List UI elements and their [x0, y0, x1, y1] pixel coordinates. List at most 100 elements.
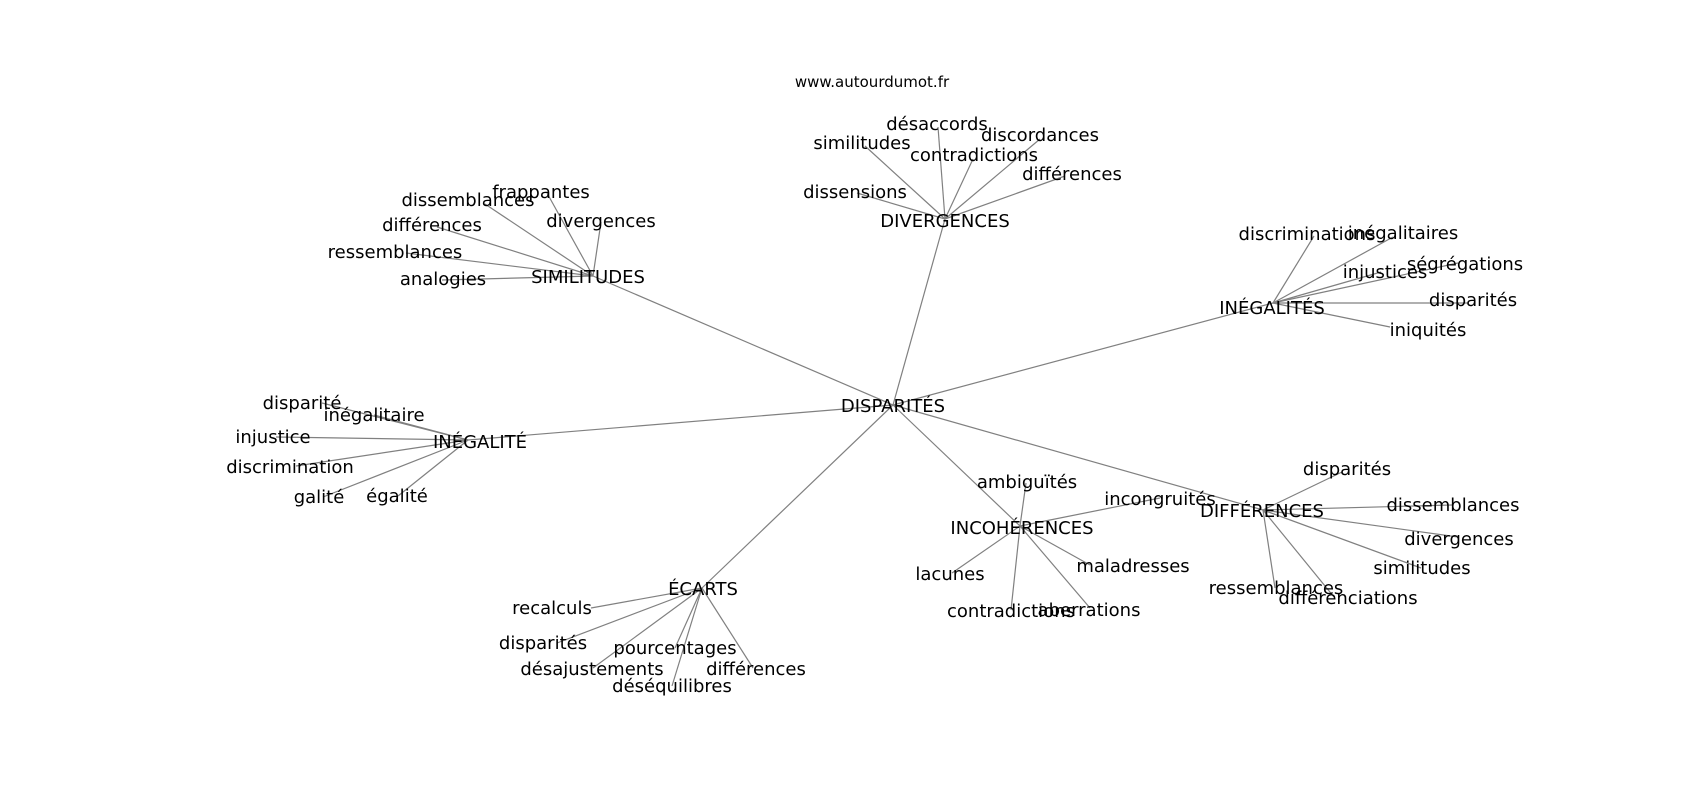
edge-inegalites-leaf-1: [1272, 236, 1394, 304]
edge-divergences-leaf-5: [856, 192, 946, 220]
leaf-label-similitudes-5: analogies: [400, 269, 486, 290]
leaf-label-inegalites-0: discriminations: [1239, 224, 1376, 245]
leaf-label-inegalite-5: égalité: [366, 486, 428, 507]
edge-similitudes-leaf-4: [405, 252, 594, 277]
leaf-label-similitudes-1: dissemblances: [401, 190, 534, 211]
leaf-label-similitudes-0: frappantes: [492, 182, 590, 203]
leaf-label-similitudes-3: différences: [382, 215, 482, 236]
edge-inegalite-leaf-3: [295, 439, 469, 467]
edge-differences-leaf-0: [1262, 471, 1343, 511]
edge-ecarts-leaf-3: [592, 587, 703, 669]
edge-ecarts-leaf-5: [671, 587, 703, 687]
edge-root-inegalite: [467, 404, 894, 441]
edge-differences-leaf-5: [1262, 509, 1335, 598]
leaf-label-inegalites-4: disparités: [1429, 290, 1517, 311]
edge-root-divergences: [892, 218, 946, 406]
edge-root-incoherences: [892, 404, 1021, 527]
edge-differences-leaf-4: [1262, 509, 1276, 589]
leaf-label-incoherences-4: contradictions: [947, 601, 1075, 622]
edge-incoherences-leaf-4: [1010, 525, 1021, 611]
leaf-label-differences-3: similitudes: [1373, 558, 1470, 579]
edge-ecarts-leaf-4: [701, 587, 754, 669]
leaf-label-inegalite-4: galité: [294, 487, 345, 508]
cluster-label-divergences: DIVERGENCES: [880, 211, 1010, 232]
leaf-label-incoherences-5: aberrations: [1038, 600, 1141, 621]
edges-layer: [275, 126, 1468, 687]
edge-divergences-leaf-3: [944, 158, 974, 220]
leaf-label-divergences-1: similitudes: [813, 133, 910, 154]
watermark: www.autourdumot.fr: [795, 73, 950, 91]
cluster-label-ecarts: ÉCARTS: [668, 578, 738, 600]
edge-root-similitudes: [592, 275, 894, 406]
edge-divergences-leaf-1: [864, 145, 946, 220]
edge-inegalite-leaf-2: [275, 436, 469, 441]
labels-layer: www.autourdumot.fr DISPARITÉS SIMILITUDE…: [226, 73, 1523, 697]
leaf-label-divergences-2: discordances: [981, 125, 1099, 146]
edge-incoherences-leaf-0: [1019, 482, 1027, 527]
edge-similitudes-leaf-2: [592, 221, 602, 277]
edge-root-ecarts: [701, 404, 894, 589]
edge-inegalites-leaf-3: [1272, 271, 1382, 304]
edge-incoherences-leaf-1: [1019, 497, 1161, 527]
leaf-label-differences-2: divergences: [1404, 529, 1514, 550]
edge-differences-leaf-2: [1262, 509, 1459, 538]
edge-ecarts-leaf-2: [674, 587, 703, 649]
leaf-label-ecarts-1: disparités: [499, 633, 587, 654]
leaf-label-divergences-4: différences: [1022, 164, 1122, 185]
edge-inegalite-leaf-5: [397, 439, 469, 497]
leaf-label-differences-4: ressemblances: [1209, 578, 1344, 599]
leaf-label-incoherences-0: ambiguïtés: [977, 472, 1077, 493]
cluster-label-inegalites: INÉGALITÉS: [1219, 297, 1325, 319]
edge-similitudes-leaf-1: [484, 203, 594, 277]
cluster-label-inegalite: INÉGALITÉ: [433, 431, 527, 453]
edge-inegalites-leaf-0: [1272, 235, 1315, 304]
edge-similitudes-leaf-5: [441, 275, 594, 281]
leaf-label-inegalites-1: inégalitaires: [1348, 223, 1459, 244]
edge-inegalite-leaf-4: [322, 439, 469, 498]
leaf-label-inegalite-1: inégalitaire: [323, 405, 424, 426]
leaf-label-differences-5: différenciations: [1278, 588, 1417, 609]
leaf-label-inegalite-2: injustice: [235, 427, 310, 448]
leaf-label-similitudes-2: divergences: [546, 211, 656, 232]
edge-inegalites-leaf-5: [1272, 302, 1391, 328]
edge-differences-leaf-1: [1262, 504, 1453, 511]
edge-inegalite-leaf-1: [373, 414, 469, 441]
edge-similitudes-leaf-0: [546, 192, 594, 277]
leaf-label-ecarts-4: différences: [706, 659, 806, 680]
leaf-label-divergences-3: contradictions: [910, 145, 1038, 166]
leaf-label-ecarts-2: pourcentages: [613, 638, 736, 659]
leaf-label-similitudes-4: ressemblances: [328, 242, 463, 263]
leaf-label-differences-0: disparités: [1303, 459, 1391, 480]
leaf-label-inegalite-0: disparité: [263, 393, 342, 414]
cluster-label-similitudes: SIMILITUDES: [531, 267, 645, 288]
edge-ecarts-leaf-1: [556, 587, 703, 644]
edge-ecarts-leaf-0: [590, 587, 703, 609]
leaf-label-ecarts-5: déséquilibres: [612, 676, 732, 697]
edge-root-inegalites: [892, 302, 1274, 406]
leaf-label-inegalite-3: discrimination: [226, 457, 354, 478]
cluster-label-incoherences: INCOHÉRENCES: [950, 517, 1093, 539]
leaf-label-incoherences-2: lacunes: [915, 564, 984, 585]
leaf-label-ecarts-3: désajustements: [520, 659, 663, 680]
edge-incoherences-leaf-3: [1019, 525, 1091, 566]
root-node-label: DISPARITÉS: [841, 395, 945, 417]
edge-divergences-leaf-2: [944, 138, 1041, 220]
leaf-label-incoherences-1: incongruités: [1104, 489, 1215, 510]
leaf-label-ecarts-0: recalculs: [512, 598, 592, 619]
leaf-label-divergences-0: désaccords: [886, 114, 988, 135]
edge-divergences-leaf-0: [937, 126, 946, 220]
leaf-label-inegalites-2: ségrégations: [1407, 254, 1523, 275]
edge-differences-leaf-3: [1262, 509, 1422, 569]
leaf-label-inegalites-5: iniquités: [1390, 320, 1467, 341]
edge-inegalites-leaf-2: [1272, 262, 1459, 304]
cluster-label-differences: DIFFÉRENCES: [1200, 500, 1324, 522]
leaf-label-incoherences-3: maladresses: [1076, 556, 1189, 577]
edge-incoherences-leaf-5: [1019, 525, 1091, 609]
leaf-label-divergences-5: dissensions: [803, 182, 907, 203]
leaf-label-inegalites-3: injustices: [1343, 262, 1428, 283]
edge-divergences-leaf-4: [944, 175, 1066, 220]
edge-incoherences-leaf-2: [951, 525, 1021, 574]
edge-similitudes-leaf-3: [436, 226, 594, 277]
edge-root-differences: [892, 404, 1264, 511]
